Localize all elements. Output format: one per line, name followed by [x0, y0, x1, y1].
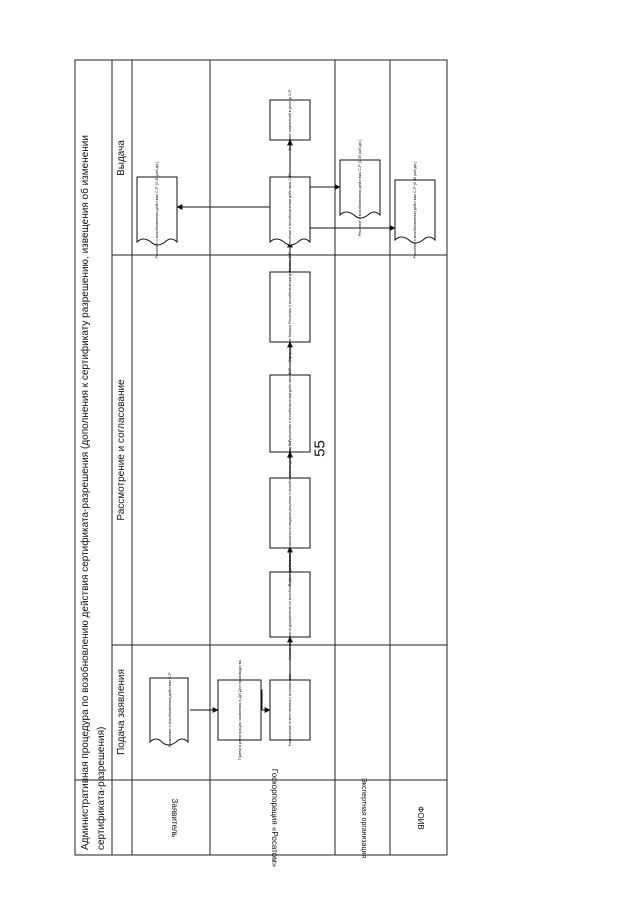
- label-decision-applicant: Решение о возобновлении действия С-Р (4 …: [155, 161, 159, 259]
- label-decision-foiv: Решение о возобновлении действия С-Р (5 …: [413, 161, 417, 259]
- label-prepare-answer: Подготовка ответа о возможности выдачи р…: [288, 439, 292, 586]
- lane-header-4: ФОИВ: [416, 806, 425, 829]
- doc-decision-expert: [339, 159, 381, 219]
- label-assign-executor: Назначение ответственного исполнителя: [288, 674, 292, 747]
- label-registration: Прием и регистрация заявления в ДИ Дел п…: [238, 659, 242, 760]
- label-application: Заявление о возобновлении действия С-Р: [168, 672, 172, 747]
- box-decision: [269, 374, 311, 453]
- phase-header-1: Подача заявления: [116, 669, 127, 755]
- label-decision: Принятие решения о возобновлении действи…: [288, 368, 292, 458]
- doc-decision: [269, 176, 311, 246]
- box-registration: [217, 679, 262, 741]
- box-assign-executor: [269, 679, 311, 741]
- lane-header-1: Заявитель: [170, 799, 179, 838]
- box-document-analysis: [269, 571, 311, 638]
- label-decision-expert: Решение о возобновлении действия С-Р (1 …: [358, 139, 362, 237]
- box-form-blank: [269, 271, 311, 343]
- label-document-analysis: Анализ комплекта документов по возобновл…: [288, 547, 292, 660]
- title-line-2: сертификата-разрешения): [95, 727, 107, 850]
- phase-header-2: Рассмотрение и согласование: [116, 379, 127, 521]
- doc-decision-applicant: [136, 176, 178, 246]
- label-form-blank: Оформление бланка Решения о возобновлени…: [288, 252, 292, 362]
- doc-application: [149, 677, 189, 746]
- lane-header-2: Госкорпорация «Росатом»: [270, 769, 279, 868]
- lane-header-3: Экспертная организация: [360, 778, 367, 859]
- box-registry-update: [269, 99, 311, 141]
- phase-header-3: Выдача: [116, 140, 127, 176]
- title-line-1: Административная процедура по возобновле…: [79, 135, 91, 850]
- connectors: [176, 139, 396, 713]
- diagram-frame: [74, 59, 448, 856]
- label-doc-decision: Решение о возобновлении действия С-Р: [288, 174, 292, 246]
- doc-decision-foiv: [394, 179, 436, 244]
- box-prepare-answer: [269, 477, 311, 549]
- label-registry-update: Внесение изменений в реестр С-Р: [288, 89, 292, 151]
